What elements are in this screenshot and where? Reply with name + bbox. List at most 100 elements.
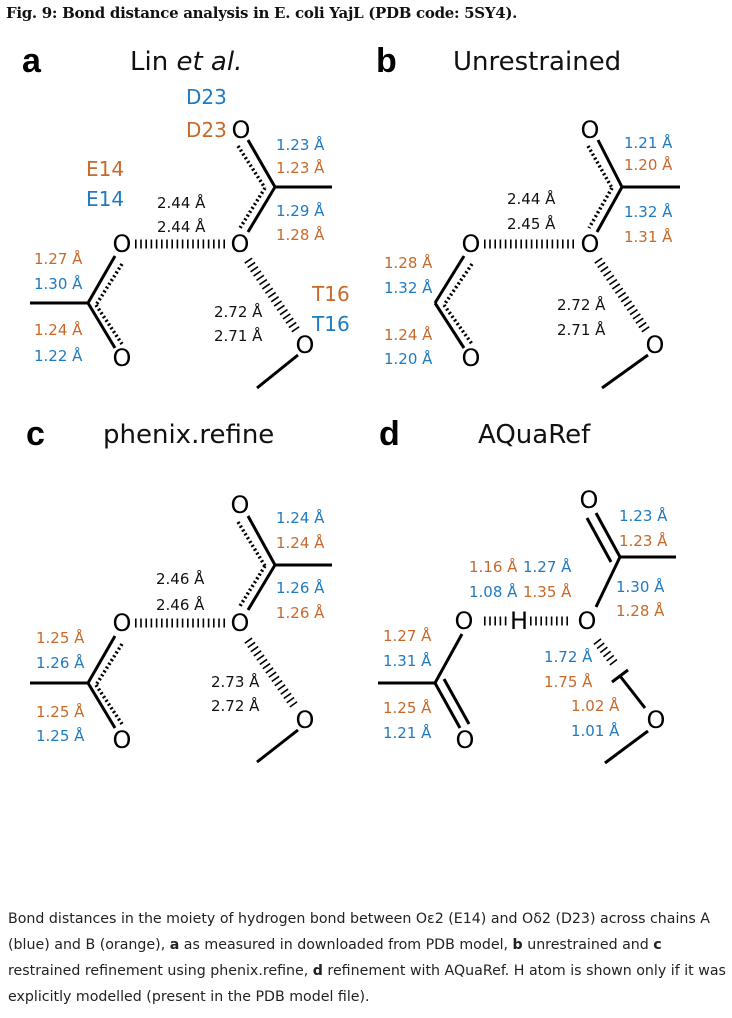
panel-title-c: phenix.refine xyxy=(103,420,274,450)
distance-label: 1.20 Å xyxy=(384,349,433,368)
figure-title: Fig. 9: Bond distance analysis in E. col… xyxy=(6,4,518,22)
distance-label: 2.72 Å xyxy=(557,295,606,314)
distance-label: 1.24 Å xyxy=(384,325,433,344)
caption-text: restrained refinement using phenix.refin… xyxy=(8,963,313,979)
distance-label: 1.27 Å xyxy=(383,626,432,645)
atom-o: O xyxy=(231,491,250,519)
distance-label: 1.24 Å xyxy=(276,533,325,552)
distance-label: 2.44 Å xyxy=(507,189,556,208)
residue-label: E14 xyxy=(86,187,124,211)
distance-label: 1.24 Å xyxy=(276,508,325,527)
panel-c: c phenix.refine O O O O O 1.24 Å 1.24 Å … xyxy=(26,415,332,764)
distance-label: 2.72 Å xyxy=(211,696,260,715)
distance-label: 1.01 Å xyxy=(571,721,620,740)
atom-o: O xyxy=(296,331,315,359)
distance-label: 1.72 Å xyxy=(544,647,593,666)
caption-text: refinement with AQuaRef. H atom is shown… xyxy=(8,963,726,1005)
distance-label: 1.25 Å xyxy=(383,698,432,717)
atom-o: O xyxy=(296,706,315,734)
distance-label: 1.26 Å xyxy=(276,578,325,597)
caption-panel-ref: d xyxy=(312,963,323,979)
distance-label: 2.73 Å xyxy=(211,672,260,691)
atom-o: O xyxy=(581,116,600,144)
distance-label: 1.20 Å xyxy=(624,155,673,174)
distance-label: 1.30 Å xyxy=(34,274,83,293)
distance-label: 2.45 Å xyxy=(507,214,556,233)
figure-panels: a Lin et al. O O O O O D23 D23 E14 E14 T… xyxy=(22,42,680,765)
caption-panel-ref: b xyxy=(512,937,523,953)
atom-o: O xyxy=(113,726,132,754)
panel-title-a: Lin et al. xyxy=(130,47,242,77)
atom-o: O xyxy=(113,609,132,637)
distance-label: 2.71 Å xyxy=(557,320,606,339)
distance-label: 1.23 Å xyxy=(619,506,668,525)
panel-letter-a: a xyxy=(22,42,42,80)
atom-o: O xyxy=(578,607,597,635)
atom-o: O xyxy=(462,344,481,372)
panel-letter-b: b xyxy=(376,42,397,80)
caption-panel-ref: c xyxy=(653,937,662,953)
caption-panel-ref: a xyxy=(169,937,180,953)
molecule-c: O O O O O xyxy=(30,491,332,764)
panel-title-d: AQuaRef xyxy=(478,420,591,450)
molecule-a: O O O O O xyxy=(30,116,332,390)
atom-o: O xyxy=(455,607,474,635)
distance-label: 1.16 Å xyxy=(469,557,518,576)
distance-label: 1.21 Å xyxy=(383,723,432,742)
distance-label: 2.46 Å xyxy=(156,569,205,588)
distance-label: 1.29 Å xyxy=(276,201,325,220)
distance-label: 2.72 Å xyxy=(214,302,263,321)
atom-o: O xyxy=(231,230,250,258)
atom-o: O xyxy=(232,116,251,144)
distance-label: 1.27 Å xyxy=(523,557,572,576)
residue-label: T16 xyxy=(311,282,350,306)
distance-label: 2.44 Å xyxy=(157,217,206,236)
distance-label: 1.26 Å xyxy=(36,653,85,672)
distance-label: 1.21 Å xyxy=(624,133,673,152)
distance-label: 2.71 Å xyxy=(214,326,263,345)
panel-b: b Unrestrained O O O O O 1.21 Å 1.20 Å 1… xyxy=(376,42,680,390)
distance-label: 1.02 Å xyxy=(571,696,620,715)
distance-label: 1.28 Å xyxy=(276,225,325,244)
panel-d: d AQuaRef O O H O O O 1.23 Å 1.23 Å 1.16 xyxy=(378,415,676,765)
distance-label: 1.25 Å xyxy=(36,726,85,745)
atom-o: O xyxy=(456,726,475,754)
distance-label: 1.28 Å xyxy=(384,253,433,272)
distance-label: 2.44 Å xyxy=(157,193,206,212)
distance-label: 1.30 Å xyxy=(616,577,665,596)
distance-label: 1.23 Å xyxy=(276,158,325,177)
figure-caption: Bond distances in the moiety of hydrogen… xyxy=(8,906,728,1010)
distance-label: 1.25 Å xyxy=(36,702,85,721)
panel-a: a Lin et al. O O O O O D23 D23 E14 E14 T… xyxy=(22,42,350,390)
distance-label: 1.23 Å xyxy=(276,135,325,154)
atom-o: O xyxy=(113,230,132,258)
atom-o: O xyxy=(580,486,599,514)
molecule-b: O O O O O xyxy=(433,116,680,390)
atom-o: O xyxy=(646,331,665,359)
panel-title-b: Unrestrained xyxy=(453,47,621,77)
distance-label: 1.75 Å xyxy=(544,672,593,691)
distance-label: 1.08 Å xyxy=(469,582,518,601)
distance-label: 1.25 Å xyxy=(36,628,85,647)
distance-label: 1.32 Å xyxy=(624,202,673,221)
atom-o: O xyxy=(231,609,250,637)
residue-label: D23 xyxy=(186,118,227,142)
distance-label: 1.28 Å xyxy=(616,601,665,620)
panel-title-a-italic: et al. xyxy=(176,47,242,77)
atom-o: O xyxy=(113,344,132,372)
molecule-d: O O H O O O xyxy=(378,486,676,765)
panel-letter-c: c xyxy=(26,415,45,453)
distance-label: 1.31 Å xyxy=(624,227,673,246)
panel-title-a-prefix: Lin xyxy=(130,47,176,77)
distance-label: 1.32 Å xyxy=(384,278,433,297)
distance-label: 2.46 Å xyxy=(156,595,205,614)
residue-label: E14 xyxy=(86,157,124,181)
residue-label: T16 xyxy=(311,312,350,336)
distance-label: 1.22 Å xyxy=(34,346,83,365)
atom-o: O xyxy=(462,230,481,258)
atom-o: O xyxy=(581,230,600,258)
panel-letter-d: d xyxy=(379,415,400,453)
distance-label: 1.26 Å xyxy=(276,603,325,622)
distance-label: 1.27 Å xyxy=(34,249,83,268)
distance-label: 1.23 Å xyxy=(619,531,668,550)
